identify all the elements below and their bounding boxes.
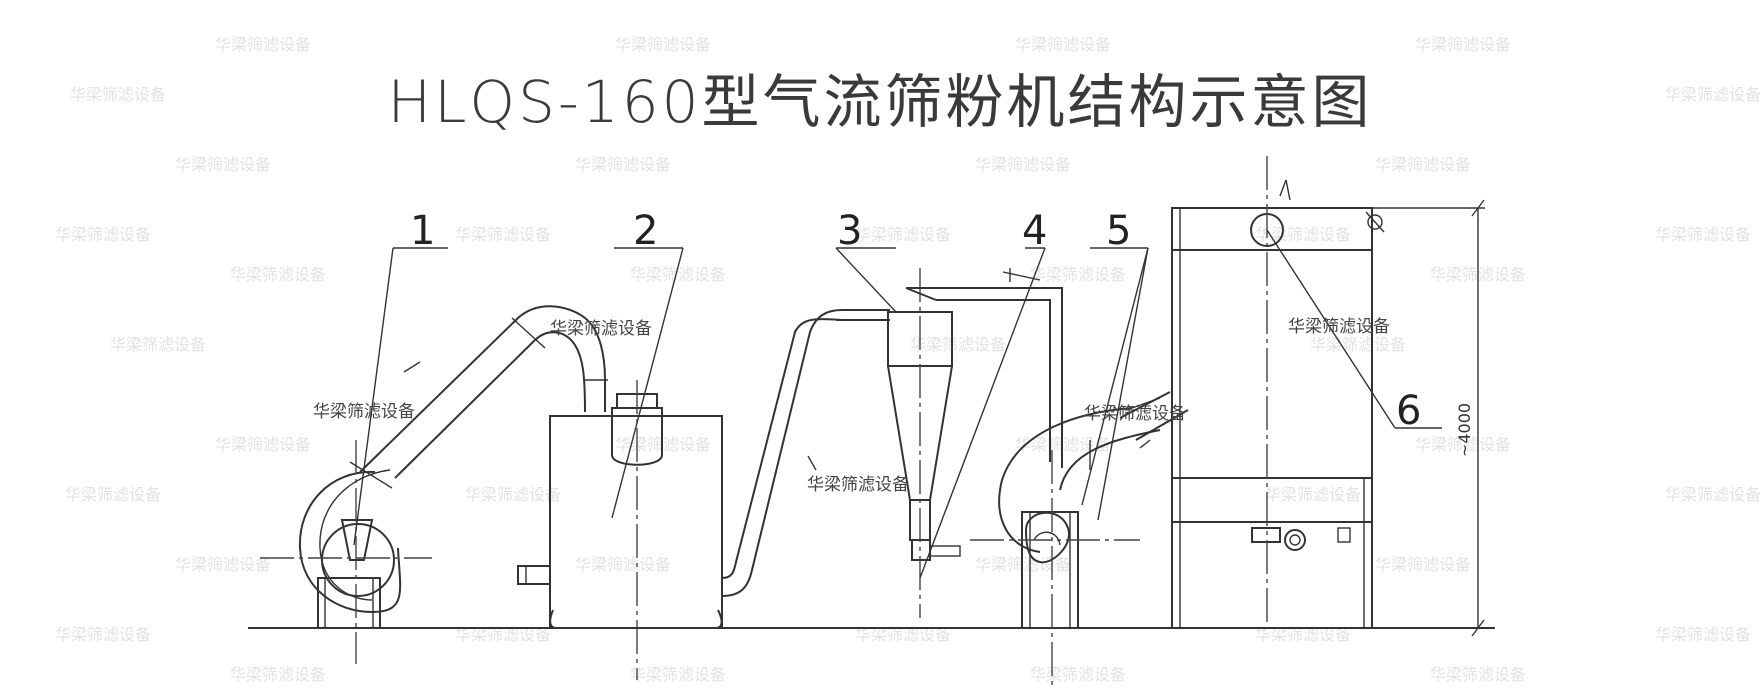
watermark: 华梁筛滤设备 [1655,225,1751,244]
watermark-label: 华梁筛滤设备 [313,402,415,422]
watermark: 华梁筛滤设备 [1430,665,1526,684]
watermark: 华梁筛滤设备 [630,665,726,684]
watermark: 华梁筛滤设备 [1375,555,1471,574]
watermark: 华梁筛滤设备 [110,335,206,354]
watermark: 华梁筛滤设备 [575,555,671,574]
watermark: 华梁筛滤设备 [1375,155,1471,174]
watermark: 华梁筛滤设备 [465,485,561,504]
callout-2: 2 [633,208,658,254]
callout-6: 6 [1396,388,1421,434]
connecting-duct [721,309,890,597]
height-label: ~4000 [1455,403,1474,457]
watermark: 华梁筛滤设备 [1255,625,1351,644]
callout-numbers: 1 2 3 4 5 6 [410,208,1421,434]
watermark: 华梁筛滤设备 [1665,85,1760,104]
watermark: 华梁筛滤设备 [230,265,326,284]
watermark: 华梁筛滤设备 [1015,435,1111,454]
watermark-label: 华梁筛滤设备 [807,475,909,495]
watermark: 华梁筛滤设备 [1415,435,1511,454]
watermark: 华梁筛滤设备 [55,225,151,244]
watermark: 华梁筛滤设备 [1265,485,1361,504]
watermark: 华梁筛滤设备 [215,435,311,454]
watermark: 华梁筛滤设备 [230,665,326,684]
watermark: 华梁筛滤设备 [1030,665,1126,684]
watermark: 华梁筛滤设备 [615,35,711,54]
diagram-title: HLQS-160型气流筛粉机结构示意图 [387,68,1372,136]
discharge-valve [1251,527,1281,543]
watermark: 华梁筛滤设备 [855,225,951,244]
blower-impeller [321,523,395,597]
callout-3: 3 [837,208,862,254]
outlet-port [517,565,551,585]
watermark: 华梁筛滤设备 [615,435,711,454]
watermark-label: 华梁筛滤设备 [1288,317,1390,337]
watermark: 华梁筛滤设备 [575,155,671,174]
watermark-label: 华梁筛滤设备 [1084,404,1186,424]
overlay-watermarks: 华梁筛滤设备 华梁筛滤设备 华梁筛滤设备 华梁筛滤设备 华梁筛滤设备 [313,317,1390,495]
watermark: 华梁筛滤设备 [455,625,551,644]
watermark: 华梁筛滤设备 [175,155,271,174]
watermark: 华梁筛滤设备 [70,85,166,104]
watermark: 华梁筛滤设备 [1665,485,1760,504]
collector-body [1171,207,1373,629]
fan-stand [1021,511,1079,629]
blower-stand [317,577,381,629]
sieve-machine-body [549,415,723,629]
watermark: 华梁筛滤设备 [975,555,1071,574]
watermark: 华梁筛滤设备 [1310,335,1406,354]
feed-hopper [611,407,663,466]
blower-inlet [340,519,374,561]
callout-leaders [353,179,1442,579]
cyclone-separator [886,268,1063,618]
callout-1: 1 [410,208,435,254]
callout-4: 4 [1022,208,1047,254]
watermark: 华梁筛滤设备 [65,485,161,504]
watermark: 华梁筛滤设备 [910,335,1006,354]
watermark: 华梁筛滤设备 [55,625,151,644]
fan-motor [1025,511,1070,564]
watermark: 华梁筛滤设备 [855,625,951,644]
watermark: 华梁筛滤设备 [1655,625,1751,644]
watermark: 华梁筛滤设备 [1015,35,1111,54]
dust-collector: ~4000 [1171,156,1485,637]
watermark: 华梁筛滤设备 [175,555,271,574]
blower-unit [260,305,608,664]
sieve-machine [517,380,723,680]
watermark: 华梁筛滤设备 [215,35,311,54]
watermark-label: 华梁筛滤设备 [550,319,652,339]
watermark: 华梁筛滤设备 [630,265,726,284]
watermark: 华梁筛滤设备 [1415,35,1511,54]
callout-5: 5 [1106,208,1131,254]
exhaust-fan [970,391,1189,690]
watermark: 华梁筛滤设备 [455,225,551,244]
watermark: 华梁筛滤设备 [975,155,1071,174]
cyclone-valve [929,545,961,557]
watermark: 华梁筛滤设备 [1030,265,1126,284]
